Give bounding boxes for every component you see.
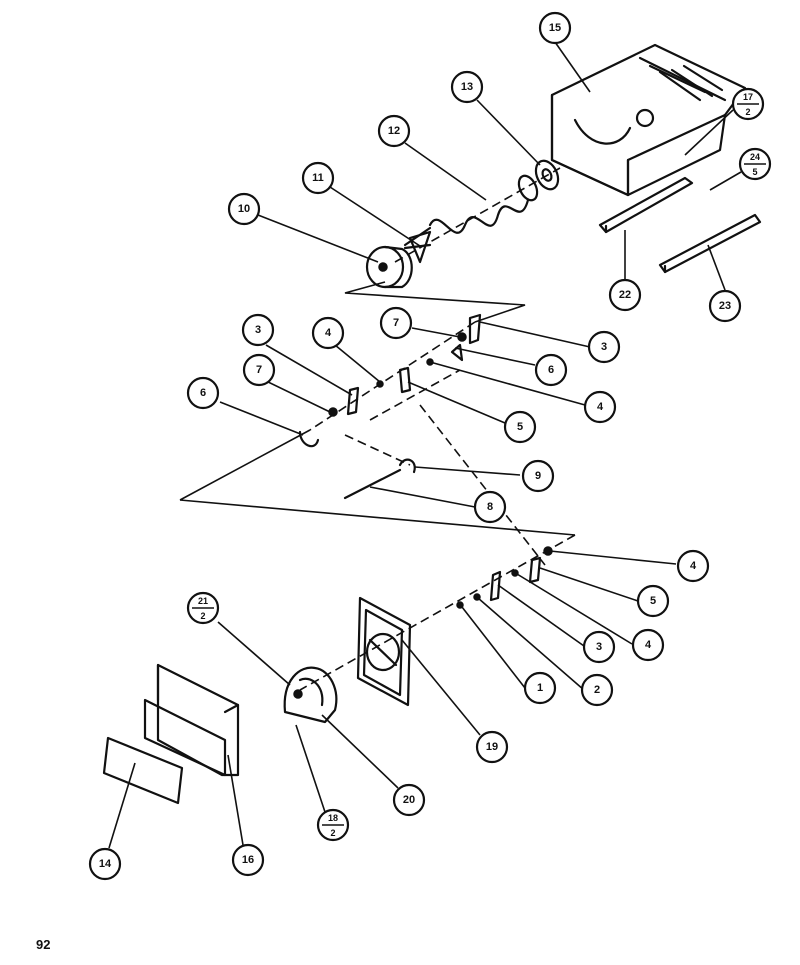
callout-17-2: 17 2 bbox=[731, 87, 765, 121]
callout-8: 8 bbox=[473, 490, 507, 524]
svg-text:24: 24 bbox=[750, 152, 760, 162]
svg-text:5: 5 bbox=[752, 167, 757, 177]
callout-5-lower: 5 bbox=[636, 584, 670, 618]
part-panel bbox=[102, 736, 184, 805]
callout-20: 20 bbox=[392, 783, 426, 817]
callout-1: 1 bbox=[523, 671, 557, 705]
svg-text:23: 23 bbox=[719, 300, 731, 312]
part-frame-plate bbox=[356, 596, 412, 707]
svg-text:18: 18 bbox=[328, 813, 338, 823]
svg-text:3: 3 bbox=[255, 324, 261, 336]
svg-text:4: 4 bbox=[325, 327, 332, 339]
part-blade bbox=[403, 230, 432, 264]
part-ice-bucket bbox=[550, 43, 747, 197]
svg-text:2: 2 bbox=[330, 828, 335, 838]
svg-text:20: 20 bbox=[403, 794, 415, 806]
callout-4-middle: 4 bbox=[583, 390, 617, 424]
svg-text:10: 10 bbox=[238, 203, 250, 215]
svg-text:8: 8 bbox=[487, 501, 493, 513]
callout-6-upper-right: 6 bbox=[534, 353, 568, 387]
part-hardware bbox=[298, 313, 553, 609]
callout-2: 2 bbox=[580, 673, 614, 707]
part-rails bbox=[598, 176, 762, 274]
callout-14: 14 bbox=[88, 847, 122, 881]
callout-22: 22 bbox=[608, 278, 642, 312]
svg-text:2: 2 bbox=[594, 684, 600, 696]
svg-text:22: 22 bbox=[619, 289, 631, 301]
svg-text:7: 7 bbox=[256, 364, 262, 376]
svg-text:2: 2 bbox=[745, 107, 750, 117]
svg-text:4: 4 bbox=[597, 401, 604, 413]
svg-text:7: 7 bbox=[393, 317, 399, 329]
svg-text:1: 1 bbox=[537, 682, 543, 694]
svg-text:6: 6 bbox=[200, 387, 206, 399]
callout-23: 23 bbox=[708, 289, 742, 323]
svg-text:21: 21 bbox=[198, 596, 208, 606]
callout-5-upper: 5 bbox=[503, 410, 537, 444]
page-number: 92 bbox=[36, 937, 51, 952]
svg-text:4: 4 bbox=[645, 639, 652, 651]
svg-text:16: 16 bbox=[242, 854, 254, 866]
callout-4-lower: 4 bbox=[631, 628, 665, 662]
callout-4-lower-right: 4 bbox=[676, 549, 710, 583]
callouts: 15 13 12 11 10 172 245 22 23 7 3 3 4 6 7… bbox=[88, 11, 772, 881]
callout-4-upper: 4 bbox=[311, 316, 345, 350]
callout-3-upper-right: 3 bbox=[587, 330, 621, 364]
svg-text:13: 13 bbox=[461, 81, 473, 93]
svg-text:4: 4 bbox=[690, 560, 697, 572]
svg-text:5: 5 bbox=[650, 595, 656, 607]
callout-3-lower: 3 bbox=[582, 630, 616, 664]
callout-24-5: 24 5 bbox=[738, 147, 772, 181]
svg-text:11: 11 bbox=[312, 172, 324, 184]
callout-19: 19 bbox=[475, 730, 509, 764]
callout-15: 15 bbox=[538, 11, 572, 45]
callout-10: 10 bbox=[227, 192, 261, 226]
svg-text:5: 5 bbox=[517, 421, 523, 433]
callout-11: 11 bbox=[301, 161, 335, 195]
callout-21-2: 21 2 bbox=[186, 591, 220, 625]
callout-9: 9 bbox=[521, 459, 555, 493]
svg-text:3: 3 bbox=[601, 341, 607, 353]
callout-16: 16 bbox=[231, 843, 265, 877]
svg-text:12: 12 bbox=[388, 125, 400, 137]
callout-13: 13 bbox=[450, 70, 484, 104]
svg-text:15: 15 bbox=[549, 22, 561, 34]
callout-7-left: 7 bbox=[242, 353, 276, 387]
callout-18-2: 18 2 bbox=[316, 808, 350, 842]
svg-text:3: 3 bbox=[596, 641, 602, 653]
svg-text:19: 19 bbox=[486, 741, 498, 753]
part-ice-chute bbox=[143, 663, 240, 777]
callout-3-upper-left: 3 bbox=[241, 313, 275, 347]
callout-6-left: 6 bbox=[186, 376, 220, 410]
svg-text:6: 6 bbox=[548, 364, 554, 376]
svg-text:17: 17 bbox=[743, 92, 753, 102]
svg-text:9: 9 bbox=[535, 470, 541, 482]
svg-text:2: 2 bbox=[200, 611, 205, 621]
leader-lines bbox=[108, 41, 742, 849]
part-drive-wheel bbox=[365, 245, 413, 289]
part-motor-housing bbox=[283, 666, 338, 724]
part-bushing bbox=[534, 159, 560, 191]
svg-text:14: 14 bbox=[99, 858, 112, 870]
callout-12: 12 bbox=[377, 114, 411, 148]
callout-7-upper: 7 bbox=[379, 306, 413, 340]
